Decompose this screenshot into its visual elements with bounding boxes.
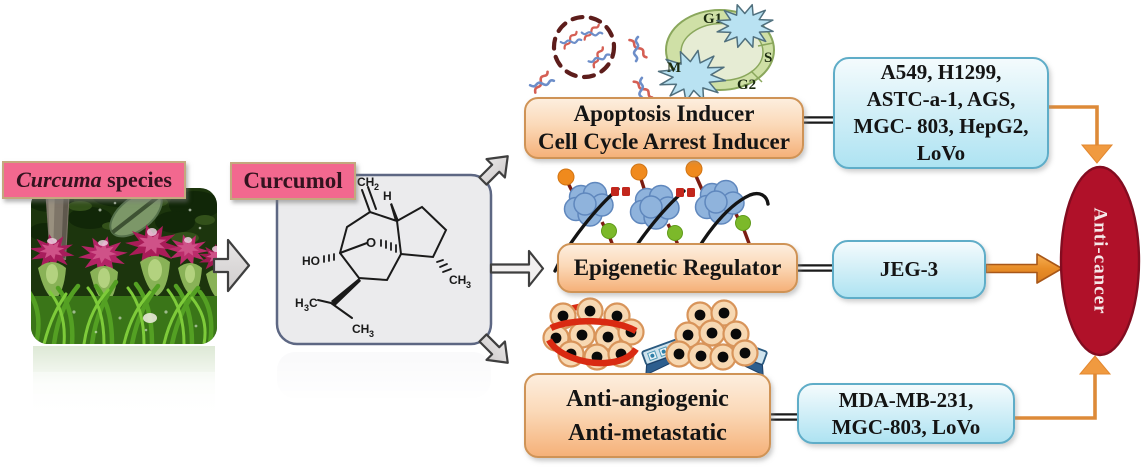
svg-text:3: 3	[466, 280, 471, 290]
svg-text:CH: CH	[357, 175, 374, 189]
svg-text:2: 2	[374, 182, 379, 192]
svg-text:CH: CH	[449, 273, 466, 287]
svg-text:C: C	[309, 296, 318, 310]
svg-text:HO: HO	[302, 254, 320, 268]
svg-text:Anti-cancer: Anti-cancer	[1090, 207, 1111, 314]
svg-text:O: O	[366, 235, 376, 250]
svg-text:H: H	[295, 296, 304, 310]
svg-text:3: 3	[304, 303, 309, 313]
svg-text:M: M	[667, 60, 681, 76]
svg-text:G1: G1	[703, 11, 722, 27]
svg-text:CH: CH	[352, 322, 369, 336]
svg-text:3: 3	[369, 329, 374, 339]
svg-text:G2: G2	[737, 77, 756, 93]
svg-text:S: S	[764, 50, 772, 66]
svg-text:H: H	[383, 189, 392, 203]
